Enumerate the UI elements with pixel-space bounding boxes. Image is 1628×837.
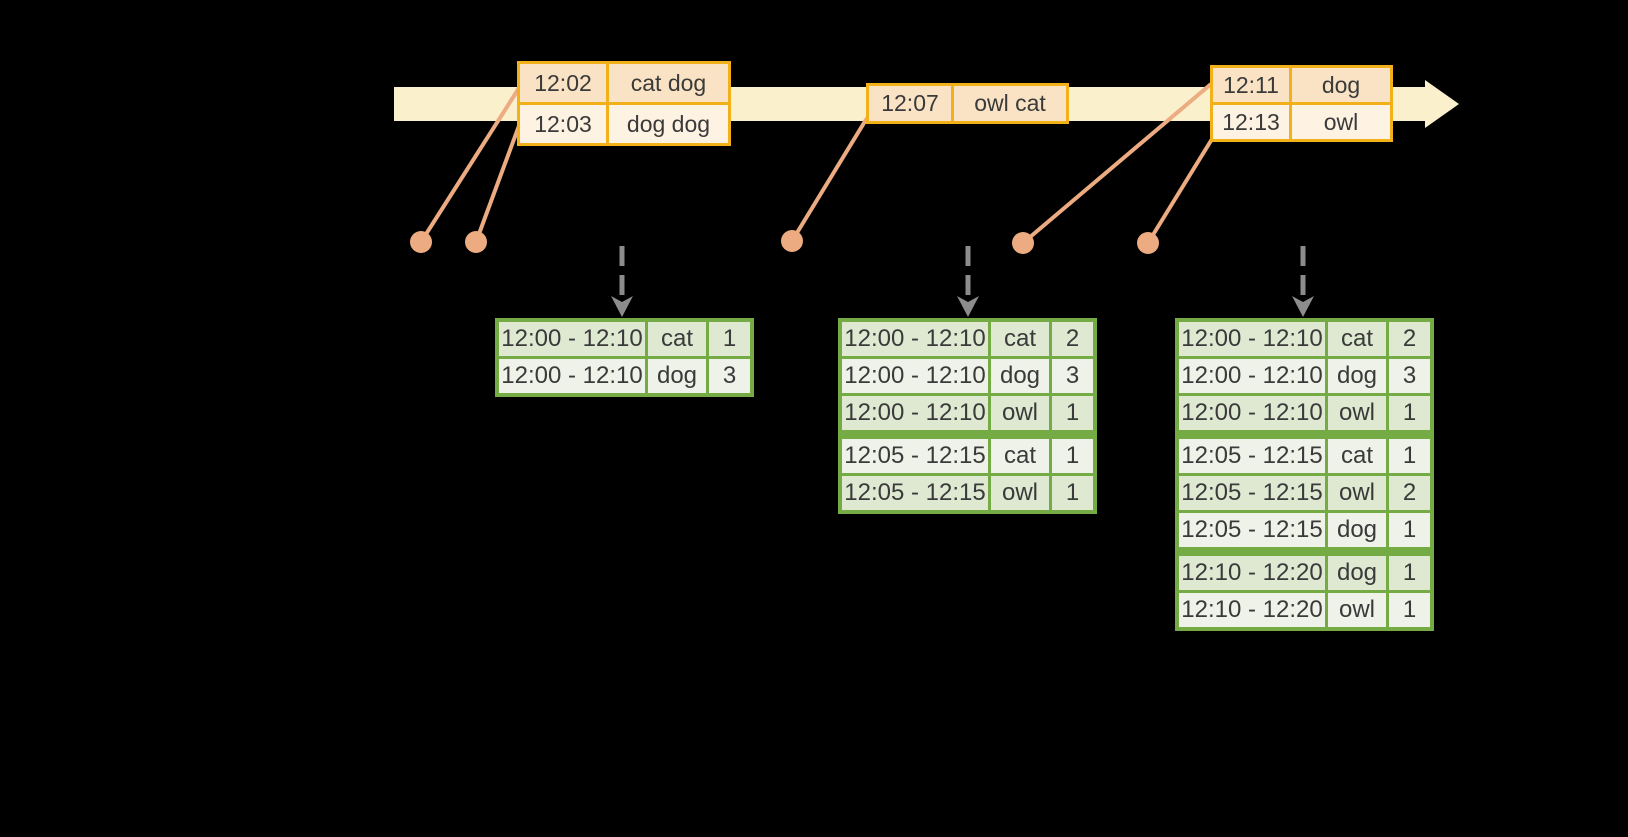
count-cell: 1 <box>1389 593 1430 627</box>
table-row: 12:10 - 12:20 owl 1 <box>1179 593 1430 627</box>
event-time-cell: 12:13 <box>1213 105 1289 139</box>
window-cell: 12:05 - 12:15 <box>1179 513 1325 547</box>
table-row: 12:00 - 12:10 cat 2 <box>1179 322 1430 356</box>
word-cell: owl <box>1328 396 1386 430</box>
event-time-cell: 12:02 <box>520 64 606 102</box>
table-row: 12:05 - 12:15 cat 1 <box>842 439 1093 473</box>
table-row: 12:00 - 12:10 owl 1 <box>842 396 1093 430</box>
table-row: 12:10 - 12:20 dog 1 <box>1179 556 1430 590</box>
count-cell: 1 <box>1389 439 1430 473</box>
word-cell: dog <box>991 359 1049 393</box>
table-row: 12:00 - 12:10 dog 3 <box>1179 359 1430 393</box>
event-connector-line <box>790 116 869 243</box>
event-box: 12:02 cat dog 12:03 dog dog <box>517 61 731 146</box>
window-cell: 12:00 - 12:10 <box>1179 359 1325 393</box>
table-row: 12:05 - 12:15 dog 1 <box>1179 513 1430 547</box>
word-cell: dog <box>648 359 706 393</box>
count-cell: 1 <box>709 322 750 356</box>
event-box: 12:11 dog 12:13 owl <box>1210 65 1393 142</box>
window-cell: 12:00 - 12:10 <box>842 322 988 356</box>
event-connector-line <box>419 86 521 244</box>
count-cell: 2 <box>1052 322 1093 356</box>
table-row: 12:05 - 12:15 cat 1 <box>1179 439 1430 473</box>
word-cell: cat <box>1328 322 1386 356</box>
event-words-cell: dog <box>1292 68 1390 102</box>
count-cell: 1 <box>1389 396 1430 430</box>
window-cell: 12:00 - 12:10 <box>842 359 988 393</box>
event-words-cell: dog dog <box>609 105 728 143</box>
event-words-cell: owl cat <box>954 86 1066 121</box>
word-cell: owl <box>991 396 1049 430</box>
window-cell: 12:00 - 12:10 <box>1179 322 1325 356</box>
event-time-cell: 12:11 <box>1213 68 1289 102</box>
event-time-cell: 12:07 <box>869 86 951 121</box>
time-axis-arrowhead-icon <box>1425 80 1459 128</box>
table-row: 12:00 - 12:10 owl 1 <box>1179 396 1430 430</box>
window-cell: 12:00 - 12:10 <box>499 322 645 356</box>
trigger-arrowhead-icon <box>1292 296 1314 317</box>
word-cell: owl <box>1328 593 1386 627</box>
count-cell: 1 <box>1389 513 1430 547</box>
word-cell: cat <box>991 439 1049 473</box>
window-group-separator <box>1179 433 1430 436</box>
count-cell: 1 <box>1052 476 1093 510</box>
result-table: 12:00 - 12:10 cat 2 12:00 - 12:10 dog 3 … <box>838 318 1097 514</box>
trigger-arrowhead-icon <box>611 296 633 317</box>
window-group-separator <box>842 433 1093 436</box>
event-box: 12:07 owl cat <box>866 83 1069 124</box>
window-cell: 12:10 - 12:20 <box>1179 593 1325 627</box>
table-row: 12:00 - 12:10 dog 3 <box>499 359 750 393</box>
window-cell: 12:05 - 12:15 <box>842 439 988 473</box>
table-row: 12:00 - 12:10 cat 1 <box>499 322 750 356</box>
event-dot <box>410 231 432 253</box>
word-cell: cat <box>648 322 706 356</box>
event-dot <box>1137 232 1159 254</box>
word-cell: dog <box>1328 359 1386 393</box>
table-row: 12:00 - 12:10 cat 2 <box>842 322 1093 356</box>
event-words-cell: owl <box>1292 105 1390 139</box>
event-connector-line <box>474 122 522 243</box>
count-cell: 3 <box>1389 359 1430 393</box>
word-cell: cat <box>991 322 1049 356</box>
word-cell: dog <box>1328 556 1386 590</box>
count-cell: 1 <box>1052 396 1093 430</box>
word-cell: owl <box>991 476 1049 510</box>
window-cell: 12:00 - 12:10 <box>842 396 988 430</box>
window-cell: 12:05 - 12:15 <box>1179 439 1325 473</box>
count-cell: 2 <box>1389 476 1430 510</box>
word-cell: cat <box>1328 439 1386 473</box>
event-dot <box>1012 232 1034 254</box>
count-cell: 2 <box>1389 322 1430 356</box>
table-row: 12:05 - 12:15 owl 2 <box>1179 476 1430 510</box>
count-cell: 1 <box>1052 439 1093 473</box>
event-connector-line <box>1146 137 1214 245</box>
count-cell: 3 <box>1052 359 1093 393</box>
window-cell: 12:00 - 12:10 <box>499 359 645 393</box>
window-cell: 12:05 - 12:15 <box>1179 476 1325 510</box>
count-cell: 3 <box>709 359 750 393</box>
result-table: 12:00 - 12:10 cat 2 12:00 - 12:10 dog 3 … <box>1175 318 1434 631</box>
window-cell: 12:00 - 12:10 <box>1179 396 1325 430</box>
table-row: 12:05 - 12:15 owl 1 <box>842 476 1093 510</box>
word-cell: owl <box>1328 476 1386 510</box>
event-dot <box>465 231 487 253</box>
trigger-arrowhead-icon <box>957 296 979 317</box>
window-group-separator <box>1179 550 1430 553</box>
event-connector-line <box>1021 82 1213 245</box>
event-time-cell: 12:03 <box>520 105 606 143</box>
window-cell: 12:10 - 12:20 <box>1179 556 1325 590</box>
word-cell: dog <box>1328 513 1386 547</box>
count-cell: 1 <box>1389 556 1430 590</box>
result-table: 12:00 - 12:10 cat 1 12:00 - 12:10 dog 3 <box>495 318 754 397</box>
event-words-cell: cat dog <box>609 64 728 102</box>
event-dot <box>781 230 803 252</box>
table-row: 12:00 - 12:10 dog 3 <box>842 359 1093 393</box>
window-cell: 12:05 - 12:15 <box>842 476 988 510</box>
